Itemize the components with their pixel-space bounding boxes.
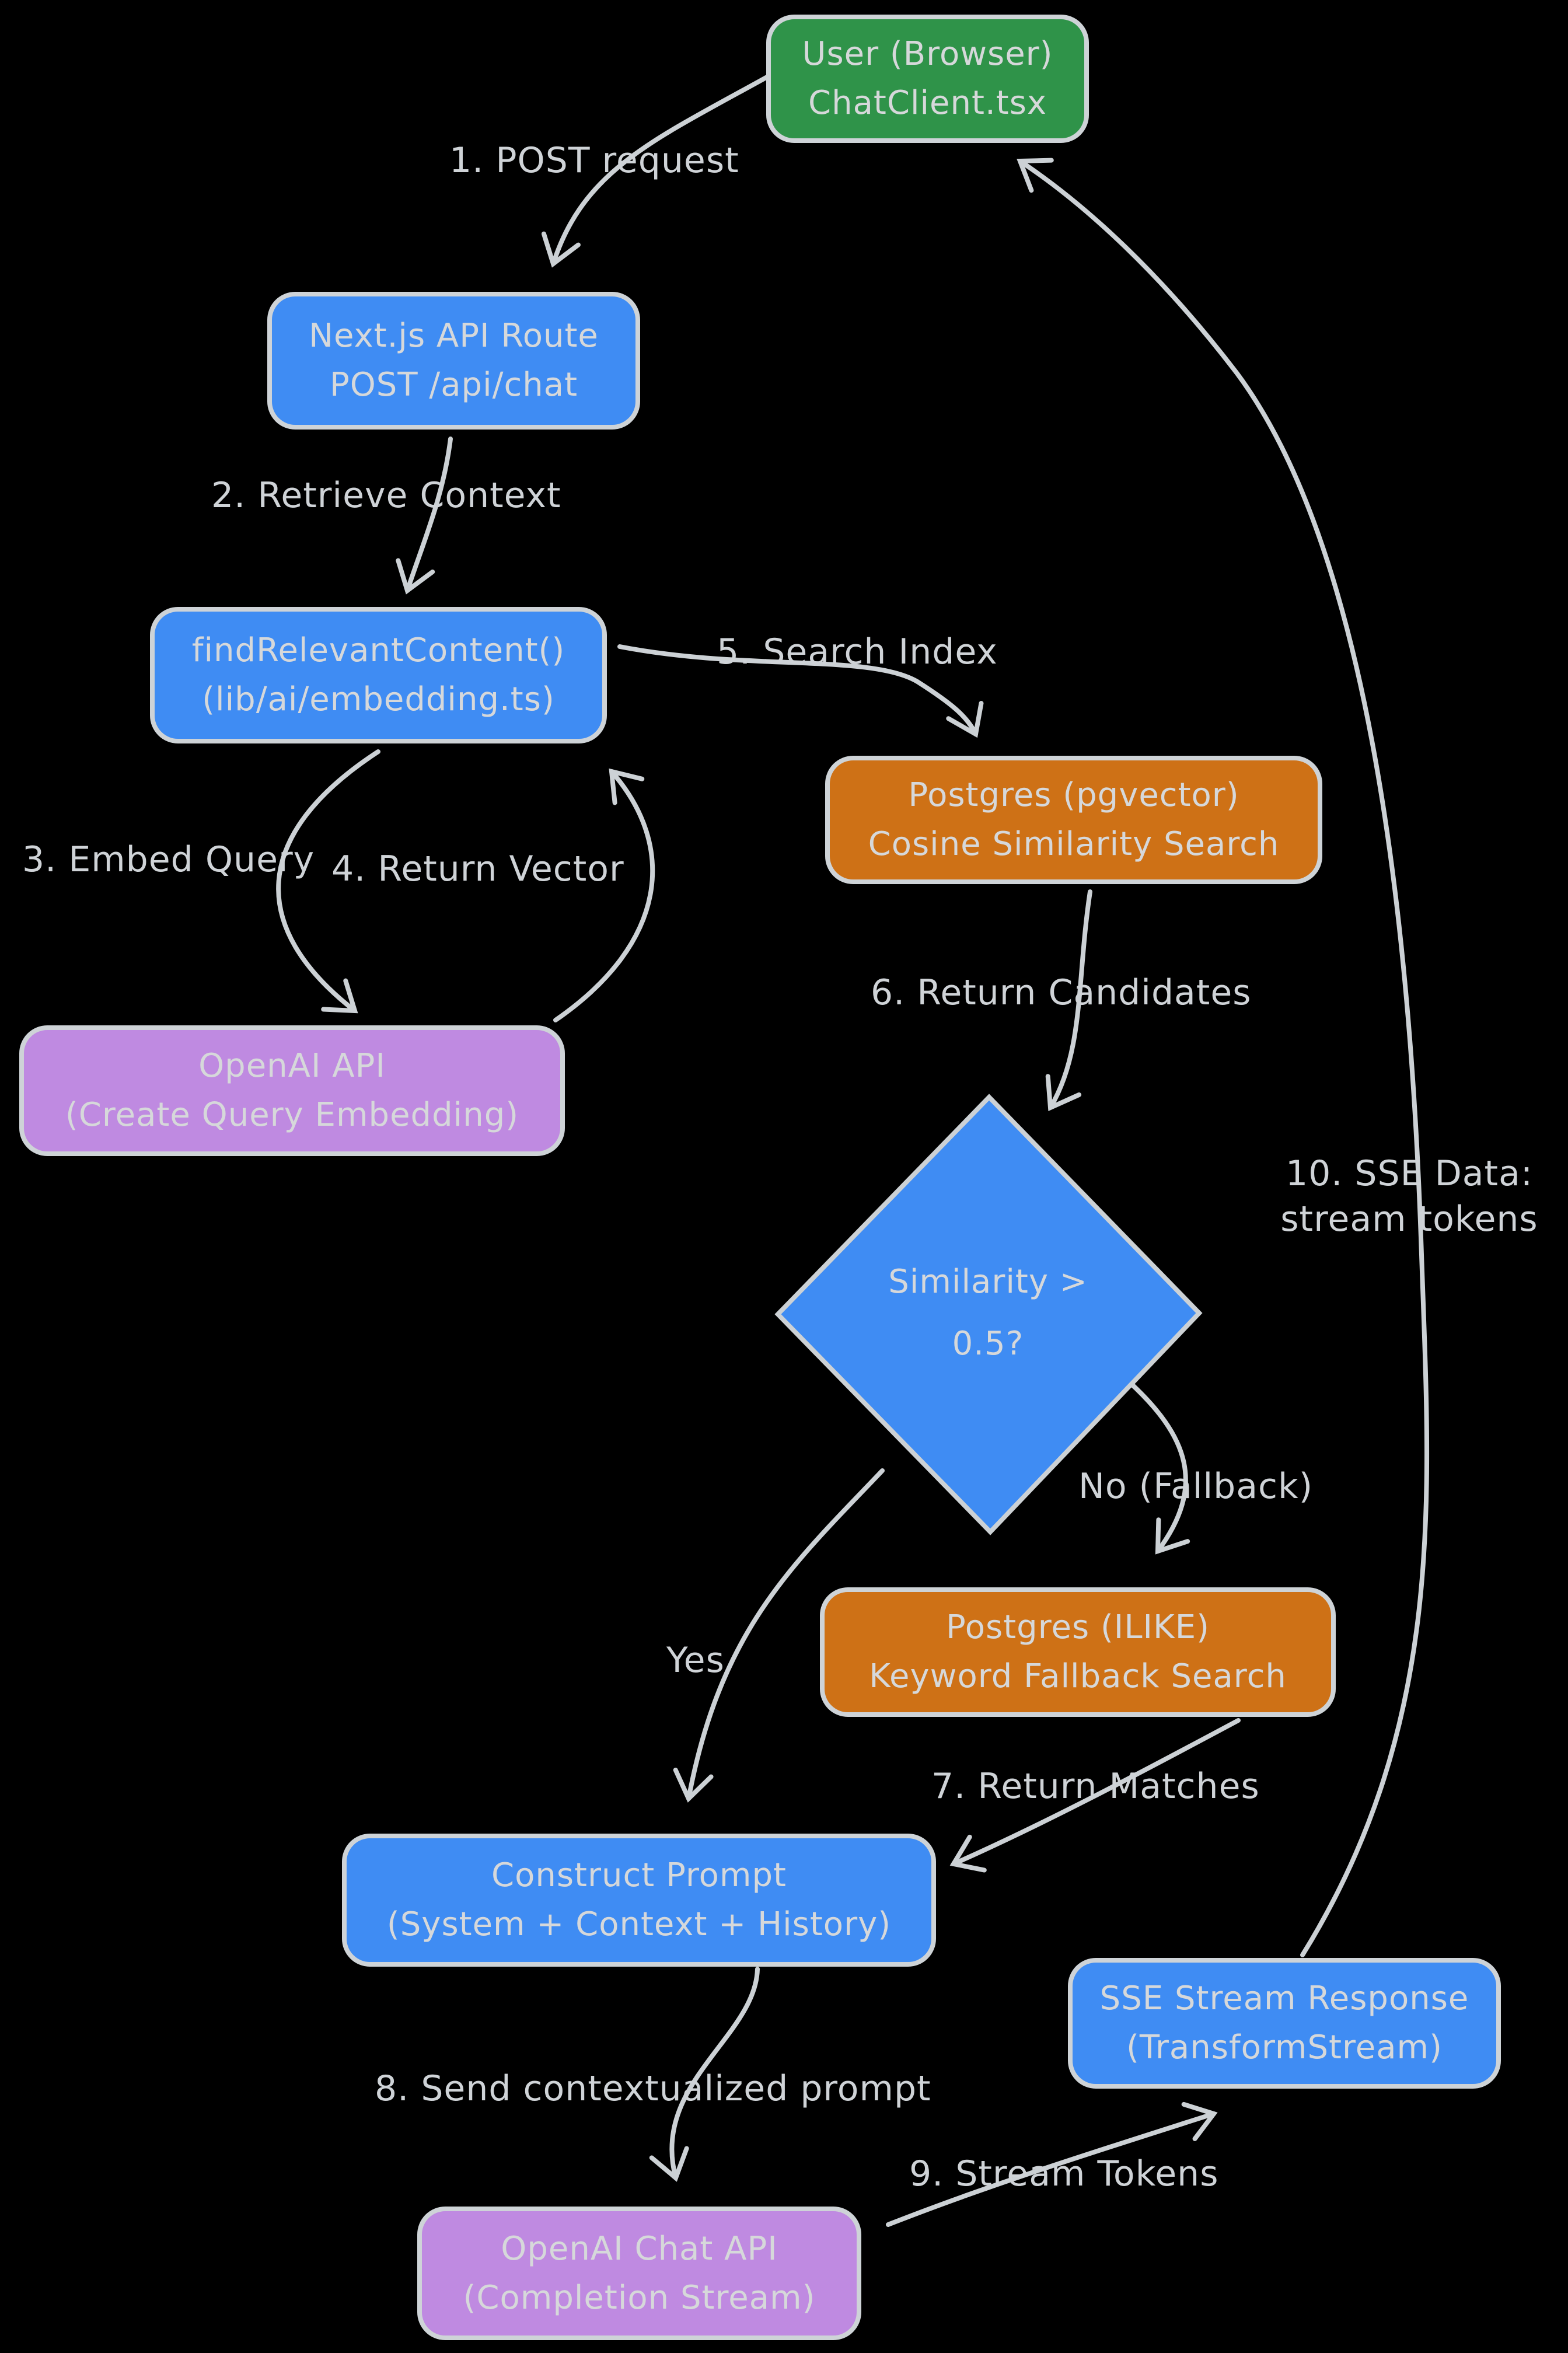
edge-label-search-index: 5. Search Index — [717, 631, 998, 672]
decision-line2: 0.5? — [952, 1325, 1024, 1363]
arrow-return-vector — [553, 768, 655, 1022]
node-openai-embed-line2: (Create Query Embedding) — [65, 1096, 519, 1134]
node-sse-stream-response: SSE Stream Response (TransformStream) — [1068, 1958, 1501, 2089]
node-find-relevant-line2: (lib/ai/embedding.ts) — [202, 680, 555, 718]
node-construct-line2: (System + Context + History) — [386, 1905, 892, 1943]
arrow-search-index — [617, 644, 984, 738]
node-ilike-line2: Keyword Fallback Search — [869, 1657, 1287, 1695]
node-construct-prompt: Construct Prompt (System + Context + His… — [342, 1834, 936, 1967]
node-ilike-line1: Postgres (ILIKE) — [946, 1608, 1210, 1646]
edge-label-return-matches: 7. Return Matches — [931, 1766, 1260, 1807]
node-pgvector-line2: Cosine Similarity Search — [868, 825, 1280, 863]
node-pgvector-line1: Postgres (pgvector) — [908, 776, 1239, 814]
node-user-browser: User (Browser) ChatClient.tsx — [766, 15, 1089, 143]
arrow-yes — [673, 1468, 885, 1803]
node-openai-embed-line1: OpenAI API — [198, 1047, 386, 1085]
edge-label-return-candidates: 6. Return Candidates — [871, 972, 1252, 1013]
arrow-stream-tokens — [886, 2101, 1218, 2227]
node-sse-line2: (TransformStream) — [1126, 2029, 1443, 2066]
node-nextjs-line2: POST /api/chat — [329, 366, 578, 404]
edge-label-stream-tokens: 9. Stream Tokens — [909, 2153, 1219, 2194]
edge-label-sse-data-line1: 10. SSE Data: — [1285, 1153, 1534, 1194]
node-openai-chat-line2: (Completion Stream) — [463, 2278, 816, 2317]
decision-similarity-label: Similarity > 0.5? — [813, 1220, 1163, 1406]
arrow-no-fallback — [1127, 1380, 1190, 1555]
node-find-relevant-line1: findRelevantContent() — [191, 631, 565, 669]
node-sse-line1: SSE Stream Response — [1099, 1980, 1469, 2017]
node-openai-chat-line1: OpenAI Chat API — [501, 2229, 778, 2268]
edge-label-sse-data: 10. SSE Data: stream tokens — [1255, 1151, 1564, 1242]
node-openai-embedding-api: OpenAI API (Create Query Embedding) — [19, 1025, 565, 1156]
node-user-browser-line1: User (Browser) — [802, 35, 1053, 73]
node-nextjs-line1: Next.js API Route — [309, 317, 599, 355]
arrow-sse-data-stream — [1017, 158, 1430, 1957]
arrow-send-prompt — [649, 1967, 760, 2182]
edge-label-sse-data-line2: stream tokens — [1280, 1199, 1538, 1240]
edge-label-post-request: 1. POST request — [449, 140, 739, 181]
decision-line1: Similarity > — [888, 1262, 1088, 1301]
node-postgres-pgvector: Postgres (pgvector) Cosine Similarity Se… — [825, 756, 1322, 884]
decision-similarity-threshold — [774, 1094, 1203, 1535]
edge-label-embed-query: 3. Embed Query — [22, 839, 315, 880]
node-construct-line1: Construct Prompt — [491, 1856, 787, 1894]
edge-label-no-fallback: No (Fallback) — [1078, 1466, 1314, 1507]
edge-label-return-vector: 4. Return Vector — [331, 849, 624, 889]
node-find-relevant-content: findRelevantContent() (lib/ai/embedding.… — [150, 607, 607, 743]
edge-label-yes: Yes — [666, 1640, 725, 1681]
node-nextjs-api-route: Next.js API Route POST /api/chat — [267, 292, 640, 430]
edge-label-send-prompt: 8. Send contextualized prompt — [375, 2068, 931, 2109]
arrow-return-matches — [949, 1718, 1241, 1873]
arrow-return-candidates — [1045, 889, 1092, 1111]
node-user-browser-line2: ChatClient.tsx — [808, 84, 1047, 122]
node-openai-chat-api: OpenAI Chat API (Completion Stream) — [417, 2207, 861, 2340]
edge-label-retrieve-context: 2. Retrieve Context — [211, 475, 561, 516]
arrow-retrieve-context — [396, 437, 453, 595]
node-postgres-ilike: Postgres (ILIKE) Keyword Fallback Search — [820, 1587, 1336, 1717]
arrow-post-request — [541, 74, 771, 268]
arrow-embed-query — [276, 749, 380, 1014]
